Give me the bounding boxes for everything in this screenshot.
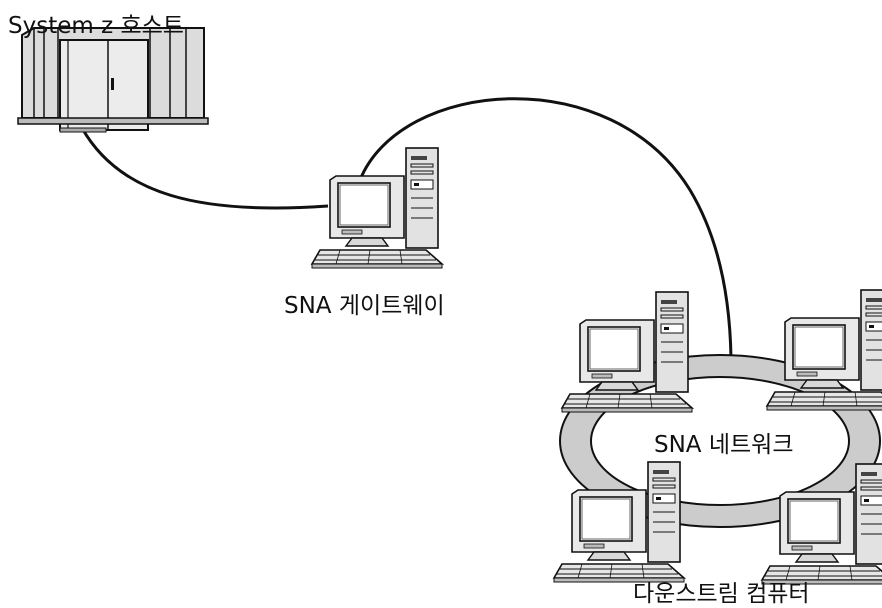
downstream-label: 다운스트림 컴퓨터 <box>633 581 810 607</box>
host-label: System z 호스트 <box>8 13 184 39</box>
gateway-workstation-icon <box>311 147 443 269</box>
network-label: SNA 네트워크 <box>654 432 794 458</box>
downstream-workstation-icon <box>561 291 693 413</box>
host-gateway-link <box>80 127 329 210</box>
mainframe-icon <box>17 27 209 133</box>
downstream-workstation-icon <box>766 289 882 411</box>
gateway-label: SNA 게이트웨이 <box>284 293 445 319</box>
gateway-network-link <box>358 97 733 359</box>
